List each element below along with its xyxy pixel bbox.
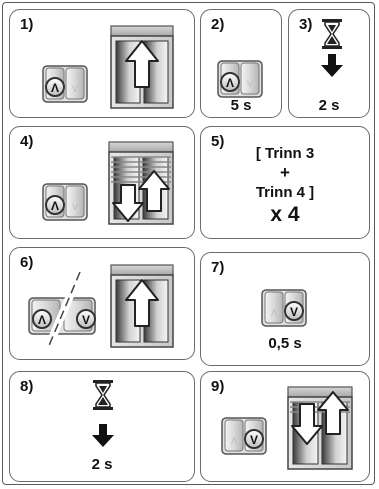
window-shutter-up-icon bbox=[110, 264, 174, 348]
svg-text:Λ: Λ bbox=[231, 436, 237, 446]
hourglass-icon bbox=[322, 19, 342, 49]
step-number: 7) bbox=[211, 259, 225, 276]
step-number: 9) bbox=[211, 378, 225, 395]
step-7-panel: 7) Λ V 0,5 s bbox=[200, 252, 370, 366]
step-1-panel: 1) Λ V bbox=[9, 9, 195, 118]
repeat-count: x 4 bbox=[270, 203, 300, 226]
repeat-line-1: [ Trinn 3 bbox=[255, 145, 315, 162]
step-5-panel: 5) [ Trinn 3 + Trinn 4 ] x 4 bbox=[200, 126, 370, 239]
step-number: 3) bbox=[299, 16, 313, 33]
svg-text:Λ: Λ bbox=[271, 308, 277, 318]
instruction-frame bbox=[2, 2, 375, 485]
step-number: 2) bbox=[211, 16, 225, 33]
step-4-panel: 4) Λ V bbox=[9, 126, 195, 239]
duration-label: 2 s bbox=[91, 456, 113, 473]
svg-text:V: V bbox=[72, 84, 78, 94]
step-3-panel: 3) 2 s bbox=[288, 9, 370, 118]
duration-label: 0,5 s bbox=[268, 335, 302, 352]
duration-label: 5 s bbox=[230, 97, 252, 114]
svg-text:Λ: Λ bbox=[51, 199, 59, 213]
remote-up-down-press-icon: Λ V bbox=[28, 270, 96, 350]
duration-label: 2 s bbox=[318, 97, 340, 114]
svg-text:V: V bbox=[290, 305, 298, 319]
remote-down-press-icon: Λ V bbox=[221, 417, 267, 455]
step-number: 5) bbox=[211, 133, 225, 150]
remote-up-press-icon: Λ V bbox=[42, 183, 88, 221]
step-6-panel: 6) Λ V bbox=[9, 247, 195, 360]
window-shutter-up-down-icon bbox=[108, 141, 174, 225]
svg-text:Λ: Λ bbox=[226, 76, 234, 90]
remote-down-press-icon: Λ V bbox=[261, 289, 307, 327]
hourglass-icon bbox=[93, 380, 113, 410]
window-shutter-down-up-icon bbox=[287, 386, 353, 470]
step-number: 4) bbox=[20, 133, 34, 150]
step-number: 1) bbox=[20, 16, 34, 33]
remote-up-press-icon: Λ V bbox=[217, 60, 263, 98]
svg-text:V: V bbox=[250, 433, 258, 447]
svg-text:V: V bbox=[82, 313, 90, 327]
svg-text:V: V bbox=[247, 79, 253, 89]
arrow-down-icon bbox=[92, 424, 114, 447]
repeat-line-3: Trinn 4 ] bbox=[255, 184, 315, 201]
svg-text:Λ: Λ bbox=[51, 81, 59, 95]
remote-up-press-icon: Λ V bbox=[42, 65, 88, 103]
step-number: 6) bbox=[20, 254, 34, 271]
repeat-plus: + bbox=[280, 163, 290, 182]
step-number: 8) bbox=[20, 378, 34, 395]
step-2-panel: 2) Λ V 5 s bbox=[200, 9, 282, 118]
window-shutter-up-icon bbox=[110, 25, 174, 109]
svg-text:V: V bbox=[72, 202, 78, 212]
step-8-panel: 8) 2 s bbox=[9, 371, 195, 482]
arrow-down-icon bbox=[321, 54, 343, 77]
step-9-panel: 9) Λ V bbox=[200, 371, 370, 482]
svg-text:Λ: Λ bbox=[38, 313, 46, 327]
